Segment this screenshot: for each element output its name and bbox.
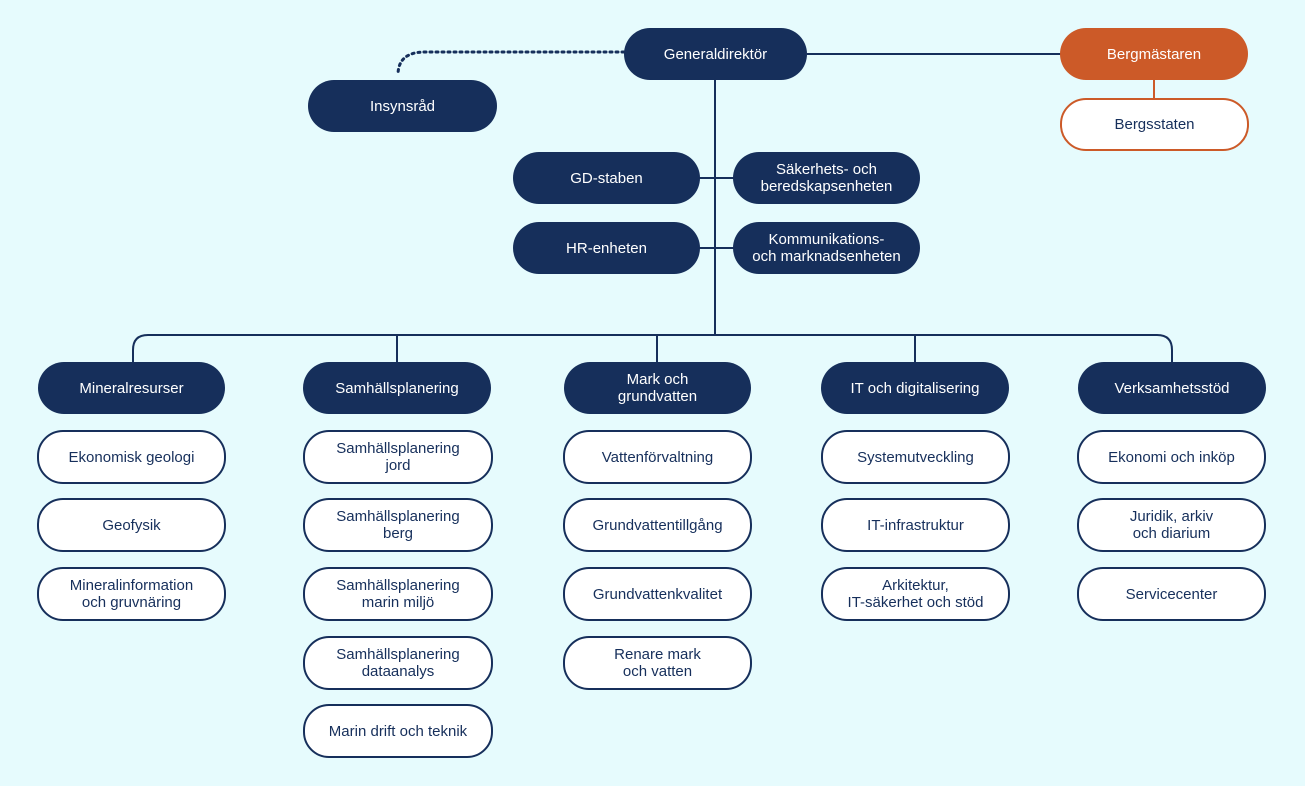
unit-box: Grundvattenkvalitet xyxy=(563,567,752,621)
unit-label: Vattenförvaltning xyxy=(601,448,714,466)
insynsrad-dotted-connector xyxy=(396,50,626,77)
unit-box: Ekonomi och inköp xyxy=(1077,430,1266,484)
unit-box: Ekonomisk geologi xyxy=(37,430,226,484)
unit-label: Ekonomi och inköp xyxy=(1108,448,1235,466)
unit-box: Systemutveckling xyxy=(821,430,1010,484)
unit-box: Grundvattentillgång xyxy=(563,498,752,552)
unit-label: Grundvattentillgång xyxy=(592,516,723,534)
sakerhet-box: Säkerhets- och beredskapsenheten xyxy=(733,152,920,204)
unit-box: Juridik, arkiv och diarium xyxy=(1077,498,1266,552)
hr-box: HR-enheten xyxy=(513,222,700,274)
unit-box: Vattenförvaltning xyxy=(563,430,752,484)
gd-staben-label: GD-staben xyxy=(570,169,643,187)
kommunikation-label: Kommunikations- och marknadsenheten xyxy=(752,231,901,265)
unit-label: Systemutveckling xyxy=(857,448,974,466)
unit-label: Marin drift och teknik xyxy=(328,722,468,740)
unit-label: Servicecenter xyxy=(1125,585,1218,603)
unit-box: Servicecenter xyxy=(1077,567,1266,621)
unit-label: Samhällsplanering dataanalys xyxy=(336,646,460,680)
insynsrad-label: Insynsråd xyxy=(369,97,436,115)
gd-staben-box: GD-staben xyxy=(513,152,700,204)
unit-box: Samhällsplanering berg xyxy=(303,498,493,552)
department-label: Mineralresurser xyxy=(79,379,184,397)
insynsrad-box: Insynsråd xyxy=(308,80,497,132)
unit-box: Marin drift och teknik xyxy=(303,704,493,758)
sakerhet-label: Säkerhets- och beredskapsenheten xyxy=(760,161,893,195)
unit-box: Mineralinformation och gruvnäring xyxy=(37,567,226,621)
department-bus-connector xyxy=(132,334,1173,362)
unit-box: Samhällsplanering jord xyxy=(303,430,493,484)
unit-label: Samhällsplanering berg xyxy=(336,508,460,542)
bergmastaren-box: Bergmästaren xyxy=(1060,28,1248,80)
unit-label: Renare mark och vatten xyxy=(614,646,701,680)
unit-box: Samhällsplanering marin miljö xyxy=(303,567,493,621)
unit-box: Renare mark och vatten xyxy=(563,636,752,690)
department-box: Mark och grundvatten xyxy=(564,362,751,414)
department-label: Samhällsplanering xyxy=(335,379,459,397)
department-label: IT och digitalisering xyxy=(850,379,980,397)
bergmastaren-label: Bergmästaren xyxy=(1106,45,1202,63)
department-label: Verksamhetsstöd xyxy=(1114,379,1230,397)
unit-box: Samhällsplanering dataanalys xyxy=(303,636,493,690)
bergsstaten-label: Bergsstaten xyxy=(1114,116,1195,133)
unit-label: Grundvattenkvalitet xyxy=(592,585,723,603)
department-label: Mark och grundvatten xyxy=(617,371,698,405)
unit-label: Samhällsplanering marin miljö xyxy=(336,577,460,611)
unit-label: IT-infrastruktur xyxy=(867,516,964,534)
unit-label: Mineralinformation och gruvnäring xyxy=(69,577,194,611)
bergsstaten-box: Bergsstaten xyxy=(1060,98,1249,151)
director-box: Generaldirektör xyxy=(624,28,807,80)
department-box: Samhällsplanering xyxy=(303,362,491,414)
unit-box: Geofysik xyxy=(37,498,226,552)
unit-label: Ekonomisk geologi xyxy=(68,448,195,466)
director-label: Generaldirektör xyxy=(663,45,768,63)
unit-label: Geofysik xyxy=(102,516,161,534)
unit-label: Arkitektur, IT-säkerhet och stöd xyxy=(847,577,984,611)
kommunikation-box: Kommunikations- och marknadsenheten xyxy=(733,222,920,274)
unit-label: Samhällsplanering jord xyxy=(336,440,460,474)
unit-box: IT-infrastruktur xyxy=(821,498,1010,552)
unit-box: Arkitektur, IT-säkerhet och stöd xyxy=(821,567,1010,621)
department-box: Mineralresurser xyxy=(38,362,225,414)
department-box: IT och digitalisering xyxy=(821,362,1009,414)
hr-label: HR-enheten xyxy=(566,239,647,257)
unit-label: Juridik, arkiv och diarium xyxy=(1129,508,1214,542)
department-box: Verksamhetsstöd xyxy=(1078,362,1266,414)
